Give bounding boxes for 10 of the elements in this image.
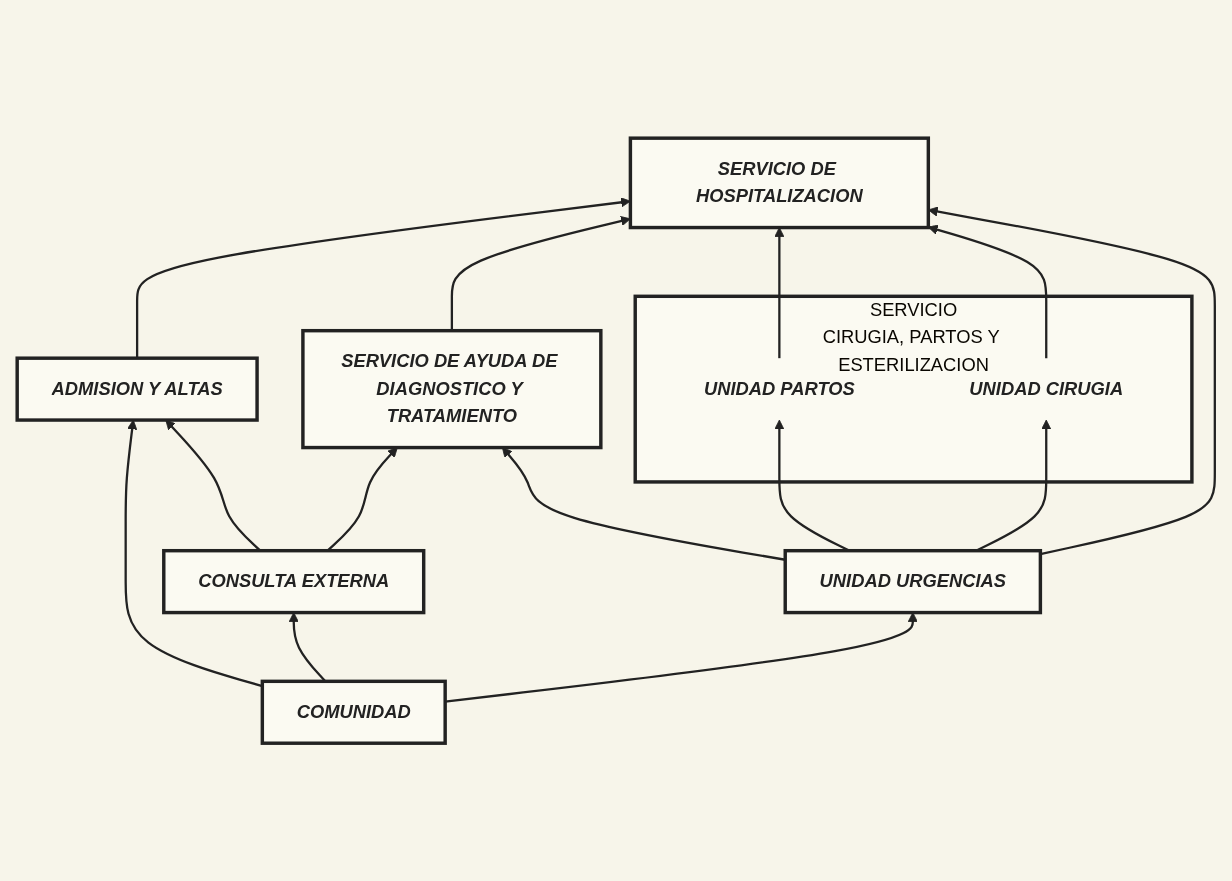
node-box: UNIDAD URGENCIAS — [783, 548, 1043, 615]
node-box: SERVICIO DE HOSPITALIZACION — [628, 136, 931, 230]
arrow — [927, 206, 1216, 555]
node-box: ADMISION Y ALTAS — [15, 356, 259, 422]
node-box: COMUNIDAD — [260, 679, 447, 745]
node-text: UNIDAD CIRUGIA — [969, 378, 1124, 399]
arrow — [927, 224, 1048, 358]
node-text: UNIDAD PARTOS — [703, 378, 855, 399]
node-box: SERVICIO DE AYUDA DE DIAGNOSTICO Y TRATAMIENTO — [301, 328, 603, 450]
node-box: CONSULTA EXTERNA — [162, 548, 426, 615]
